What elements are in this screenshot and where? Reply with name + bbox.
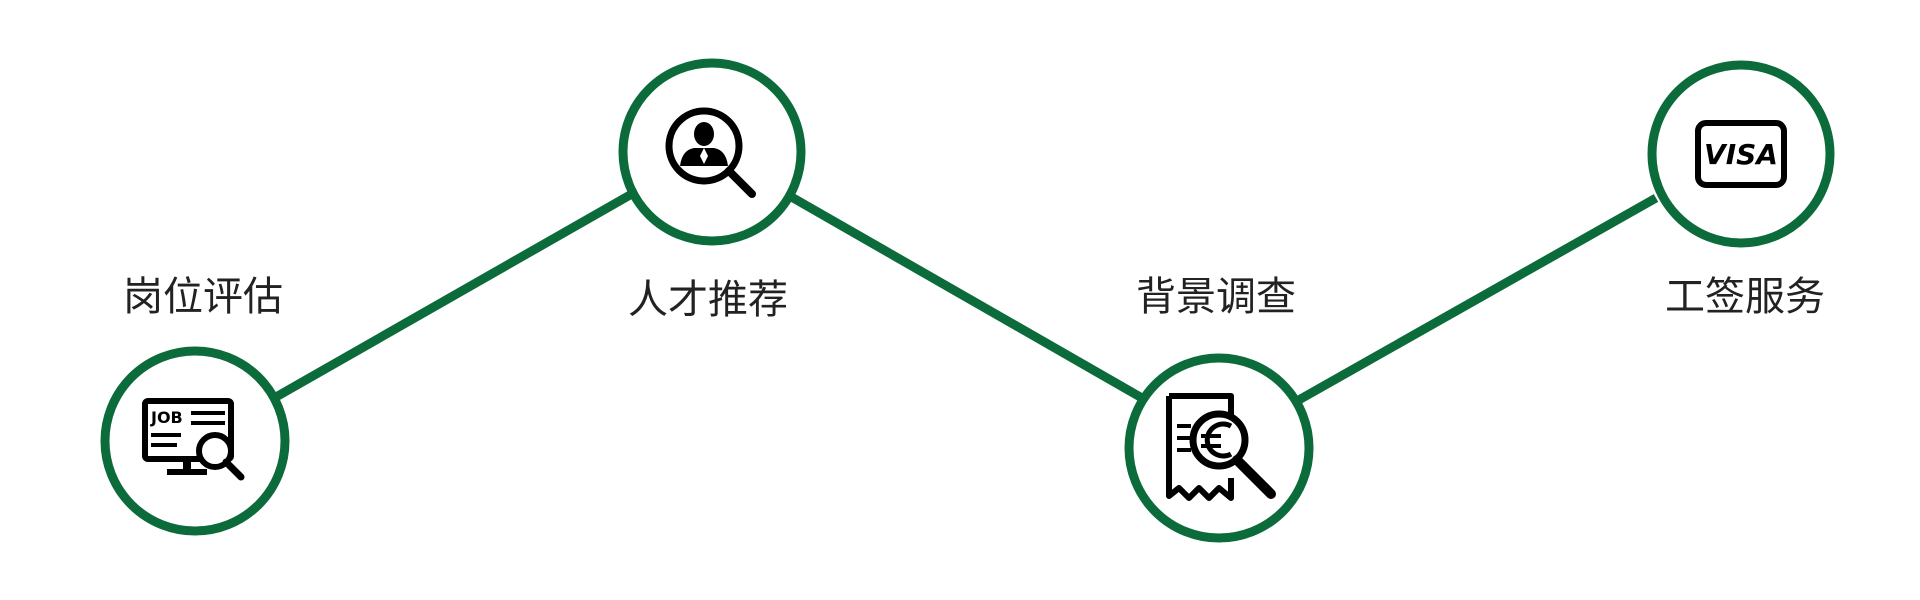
step-circle-work-permit-service xyxy=(1647,60,1835,248)
step-label-background-check: 背景调查 xyxy=(1136,274,1296,320)
connector-1-2 xyxy=(273,187,640,401)
visa-card-icon: VISA xyxy=(1695,120,1787,188)
step-talent-recommendation: 人才推荐 xyxy=(618,58,806,323)
step-label-job-evaluation: 岗位评估 xyxy=(123,274,283,320)
step-job-evaluation: 岗位评估 JOB xyxy=(100,274,290,536)
connector-3-4 xyxy=(1294,194,1659,405)
svg-text:VISA: VISA xyxy=(1704,138,1778,171)
step-label-talent-recommendation: 人才推荐 xyxy=(628,277,788,323)
svg-text:JOB: JOB xyxy=(150,408,183,427)
connector-2-3 xyxy=(785,191,1145,402)
step-work-permit-service: 工签服务 VISA xyxy=(1647,60,1835,320)
receipt-euro-search-icon xyxy=(1166,393,1276,501)
person-search-icon xyxy=(665,107,756,198)
connector-lines xyxy=(273,187,1659,405)
step-label-work-permit-service: 工签服务 xyxy=(1665,274,1825,320)
job-search-icon: JOB xyxy=(142,398,245,481)
step-circle-job-evaluation xyxy=(100,346,290,536)
step-background-check: 背景调查 xyxy=(1124,274,1314,543)
